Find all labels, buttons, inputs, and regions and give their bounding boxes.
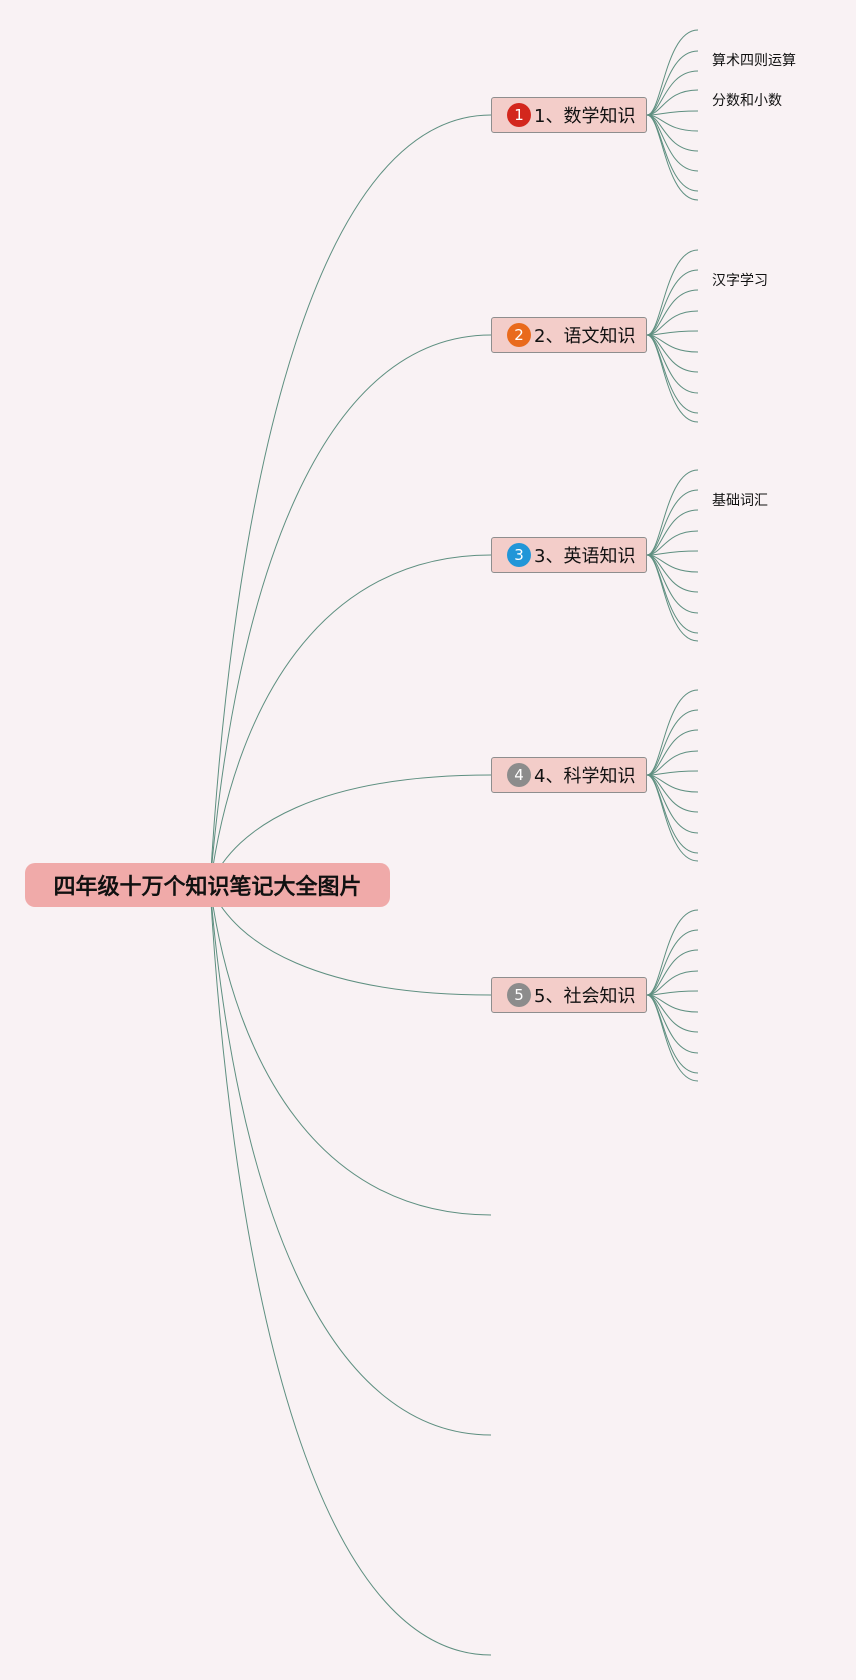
priority-3-icon: 3 [507, 543, 531, 567]
connector-line [209, 774, 492, 887]
connector-line [646, 249, 699, 336]
connector-line [646, 729, 699, 776]
connector-line [646, 709, 699, 776]
connector-line [209, 334, 492, 887]
connector-line [209, 885, 492, 1436]
branch-label: 3、英语知识 [534, 546, 636, 567]
root-title: 四年级十万个知识笔记大全图片 [53, 875, 362, 900]
connector-line [646, 469, 699, 556]
connector-line [646, 509, 699, 556]
connector-line [646, 50, 699, 116]
connector-line [646, 774, 699, 862]
connector-line [646, 110, 699, 116]
connector-line [646, 550, 699, 556]
branch-english[interactable]: 3 3、英语知识 [491, 537, 647, 573]
connector-line [646, 530, 699, 556]
connector-line [646, 770, 699, 776]
connector-line [209, 885, 492, 1656]
leaf-topic[interactable]: 汉字学习 [712, 273, 768, 289]
connector-line [646, 29, 699, 116]
connector-line [646, 750, 699, 776]
branch-math[interactable]: 1 1、数学知识 [491, 97, 647, 133]
connector-line [646, 334, 699, 423]
leaf-topic[interactable]: 分数和小数 [712, 93, 782, 109]
connector-line [209, 885, 492, 996]
connector-line [646, 990, 699, 996]
branch-label: 4、科学知识 [534, 766, 636, 787]
connector-line [646, 994, 699, 1082]
connector-line [646, 89, 699, 116]
branch-label: 5、社会知识 [534, 986, 636, 1007]
root-topic[interactable]: 四年级十万个知识笔记大全图片 [25, 863, 390, 907]
connector-line [646, 114, 699, 201]
connector-line [646, 554, 699, 642]
connector-line [646, 970, 699, 996]
connector-line [646, 949, 699, 996]
branch-science[interactable]: 4 4、科学知识 [491, 757, 647, 793]
branch-chinese[interactable]: 2 2、语文知识 [491, 317, 647, 353]
connector-line [646, 929, 699, 996]
connector-line [209, 885, 492, 1216]
connector-line [646, 269, 699, 336]
connector-line [646, 330, 699, 336]
branch-label: 1、数学知识 [534, 106, 636, 127]
priority-1-icon: 1 [507, 103, 531, 127]
leaf-topic[interactable]: 基础词汇 [712, 493, 768, 509]
connector-line [646, 310, 699, 336]
connector-line [209, 554, 492, 887]
branch-society[interactable]: 5 5、社会知识 [491, 977, 647, 1013]
priority-4-icon: 4 [507, 763, 531, 787]
connector-line [209, 114, 492, 887]
branch-label: 2、语文知识 [534, 326, 636, 347]
priority-5-icon: 5 [507, 983, 531, 1007]
connector-line [646, 489, 699, 556]
connector-line [646, 909, 699, 996]
leaf-topic[interactable]: 算术四则运算 [712, 53, 796, 69]
priority-2-icon: 2 [507, 323, 531, 347]
connector-line [646, 289, 699, 336]
connector-line [646, 689, 699, 776]
